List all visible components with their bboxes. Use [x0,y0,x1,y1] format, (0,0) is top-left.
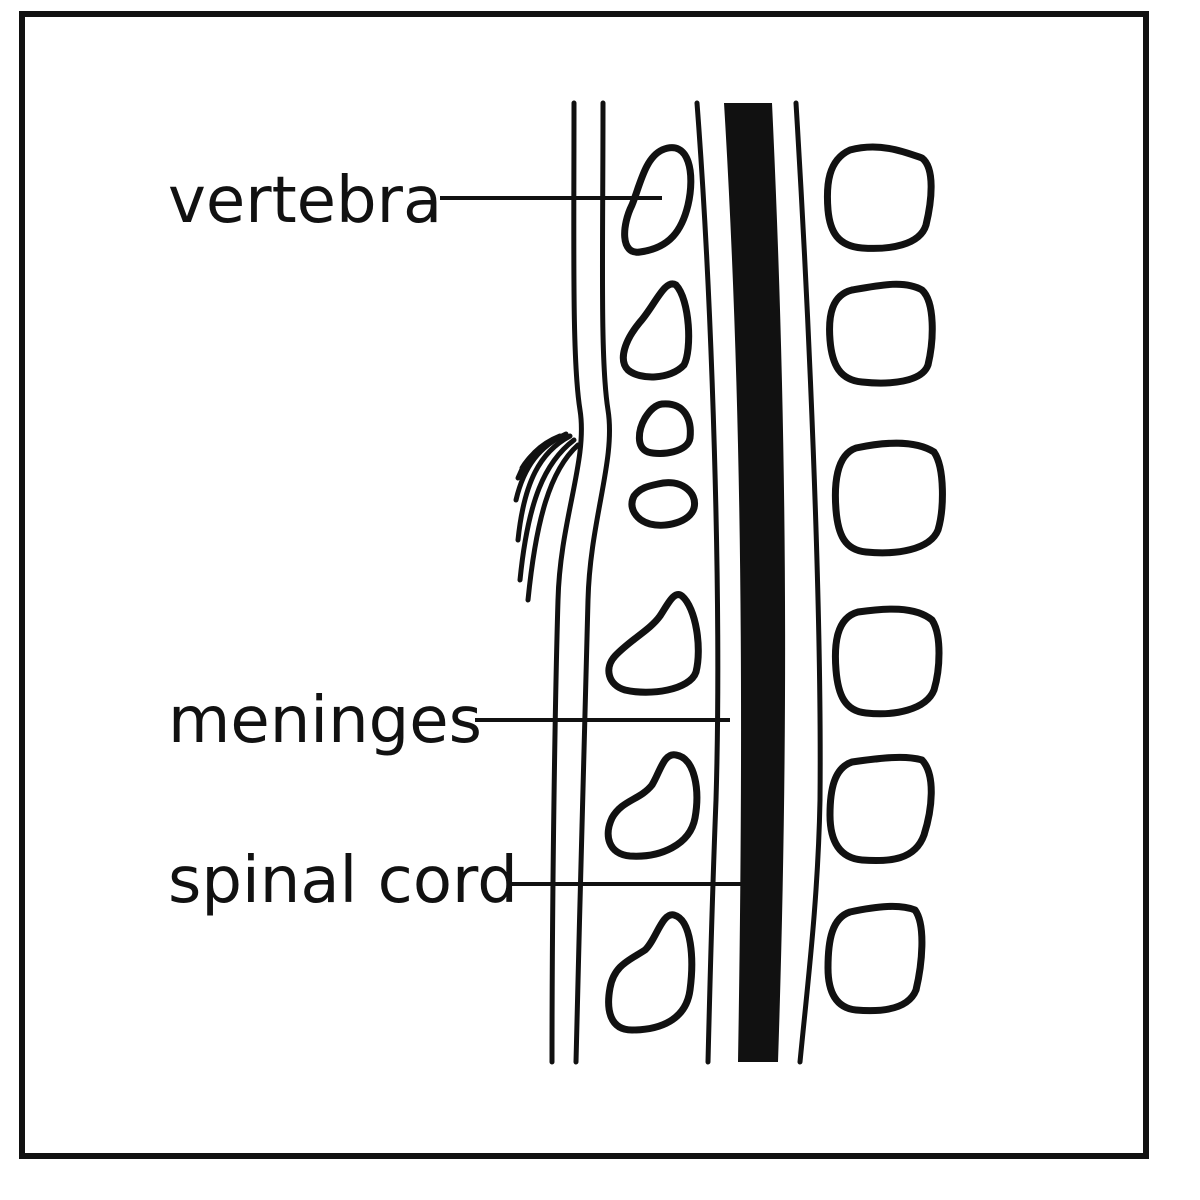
meninges-label: meninges [168,684,482,758]
skin-inner-line [573,100,613,1065]
left-process-1 [621,144,695,256]
spinal-cord [724,103,786,1062]
vertebral-body-2 [826,280,936,387]
meninges-left-line [694,100,721,1065]
vertebral-body-4 [831,605,943,718]
left-process-5 [605,591,702,696]
diagram-frame [19,11,1149,1159]
left-process-4 [628,479,698,529]
meninges-right-line [793,100,823,1065]
spinal-cord-label: spinal cord [168,844,518,918]
skin-outer-line [549,100,584,1065]
left-process-2 [619,280,693,381]
vertebral-body-6 [824,902,926,1015]
left-process-7 [605,911,696,1034]
right-vertebral-bodies [823,143,946,1015]
vertebral-body-1 [823,143,935,252]
left-process-6 [604,751,701,860]
bulge-tuft [513,431,581,603]
vertebral-body-5 [826,753,935,865]
left-vertebral-processes [604,144,702,1034]
left-process-3 [635,400,694,457]
vertebral-body-3 [831,439,946,557]
vertebra-label: vertebra [168,164,442,238]
